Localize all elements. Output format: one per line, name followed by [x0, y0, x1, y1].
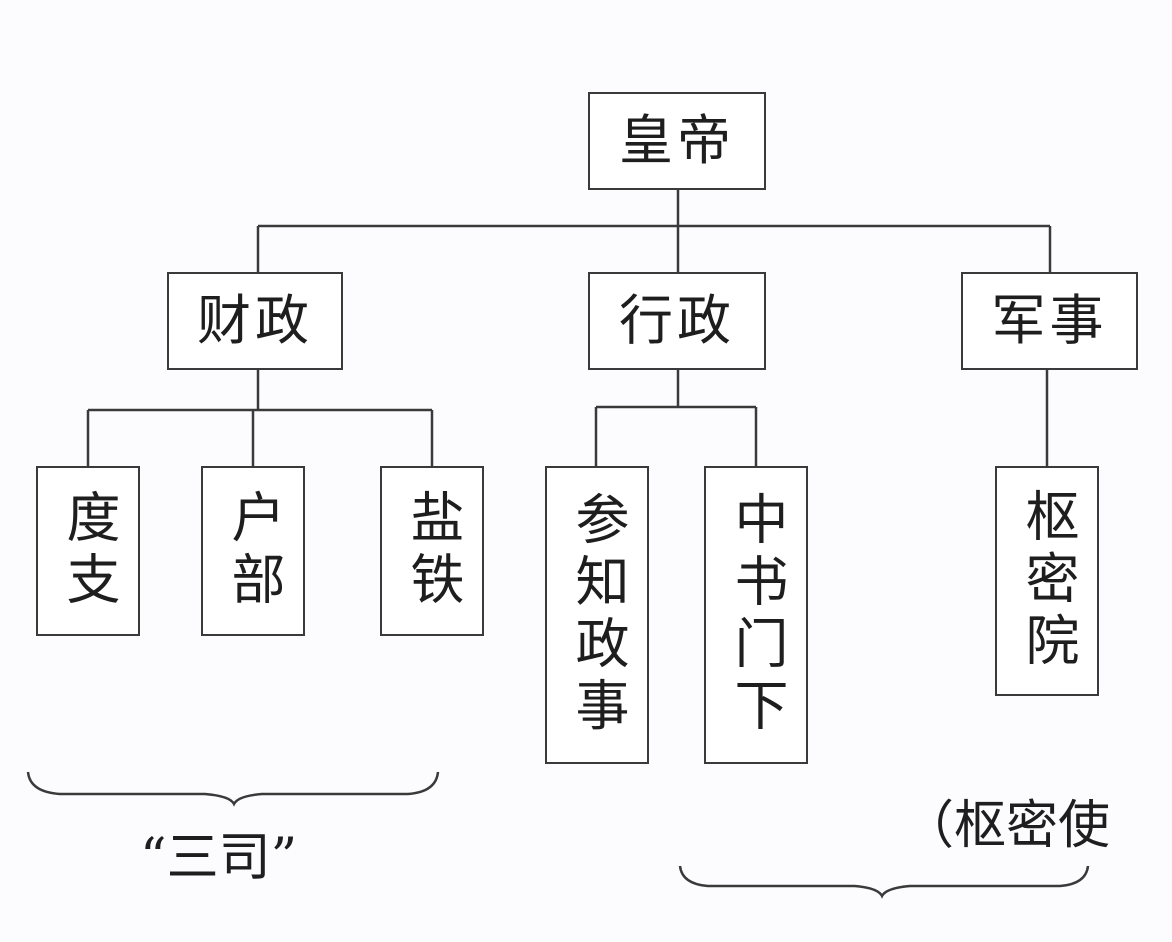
label-shumishi: （枢密使	[902, 796, 1111, 856]
node-duzhi: 度支	[36, 466, 140, 636]
node-finance: 财政	[167, 272, 343, 370]
node-emperor: 皇帝	[588, 92, 766, 190]
node-shumiyuan: 枢密院	[995, 466, 1099, 696]
node-military: 军事	[961, 272, 1138, 370]
node-zhongshu: 中书门下	[704, 466, 808, 764]
node-canzhi: 参知政事	[545, 466, 649, 764]
label-sansi: “三司”	[140, 828, 298, 888]
node-yantie: 盐铁	[380, 466, 484, 636]
brace-sansi	[26, 771, 440, 807]
brace-shumishi	[678, 865, 1090, 899]
node-hubu: 户部	[201, 466, 305, 636]
node-administration: 行政	[588, 272, 766, 370]
